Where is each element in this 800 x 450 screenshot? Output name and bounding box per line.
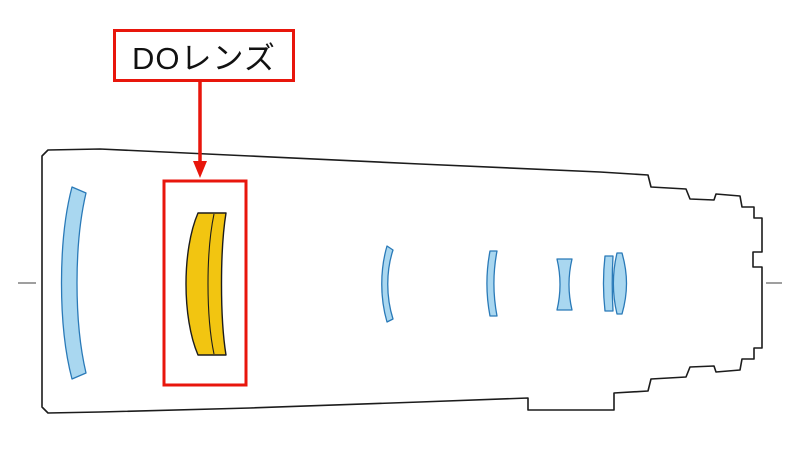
middle-element-lens <box>381 245 394 323</box>
do-lens-highlight-box <box>162 179 248 387</box>
rear-thin-element-lens <box>486 250 498 317</box>
front-element-lens <box>60 186 87 380</box>
do-lens-callout-text: DOレンズ <box>132 41 276 76</box>
do-lens-callout-label: DOレンズ <box>113 29 295 82</box>
do-lens-element <box>185 212 227 356</box>
callout-down-arrow-icon <box>193 81 207 178</box>
rear-group-element-1 <box>602 255 614 312</box>
do-lens-seam-line <box>207 213 215 355</box>
rear-group-element-2 <box>612 252 628 315</box>
small-biconcave-lens <box>556 258 573 311</box>
lens-barrel-outline <box>41 148 763 414</box>
